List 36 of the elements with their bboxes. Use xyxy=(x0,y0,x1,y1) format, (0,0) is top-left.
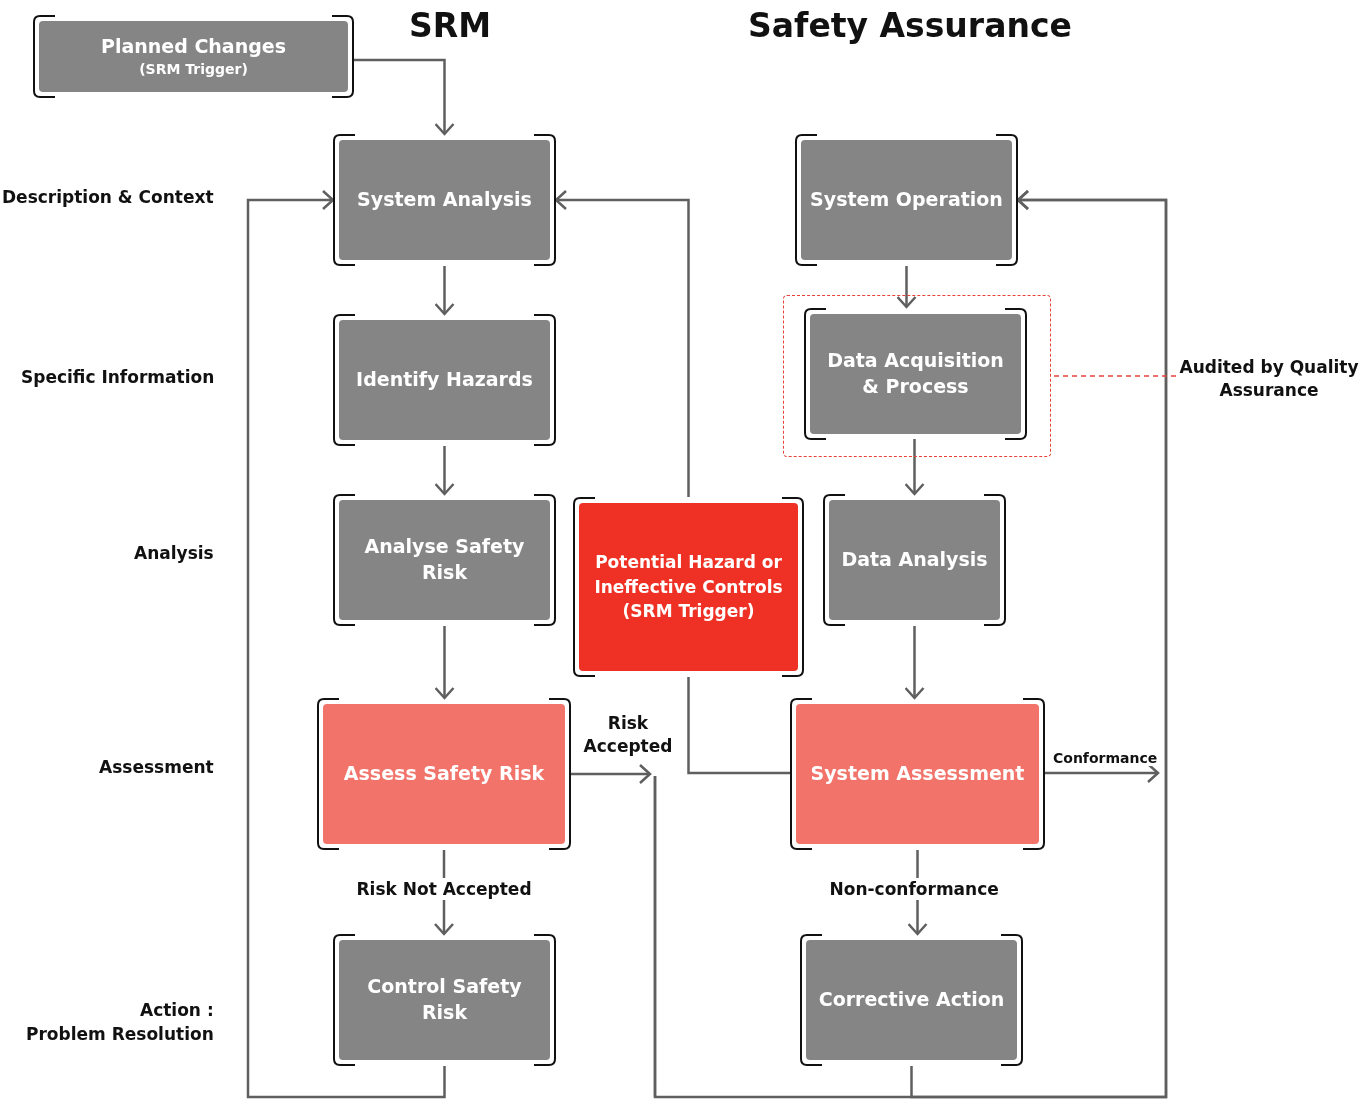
row-label: Action : xyxy=(140,1000,214,1020)
row-label: Specific Information xyxy=(21,367,215,387)
arrow xyxy=(246,189,446,1099)
box-title: Planned Changes xyxy=(101,34,286,60)
edge-label: Conformance xyxy=(1053,750,1158,766)
arrow xyxy=(554,189,690,497)
box-title: Control Safety Risk xyxy=(366,974,523,1025)
arrow xyxy=(904,626,925,700)
arrow xyxy=(434,266,455,316)
box-title: Assess Safety Risk xyxy=(343,761,545,787)
box-title: Potential Hazard or Ineffective Controls (SRM Trigger) xyxy=(593,551,784,624)
row-label: Problem Resolution xyxy=(26,1024,214,1044)
arrow xyxy=(354,58,455,136)
box-title: System Assessment xyxy=(810,761,1025,787)
edge-label: Risk Accepted xyxy=(582,712,674,758)
box-title: Identify Hazards xyxy=(356,367,533,393)
box-title: System Analysis xyxy=(357,187,532,213)
note-text: Audited by Quality Assurance xyxy=(1176,356,1362,402)
box-title: Data Acquisition & Process xyxy=(826,348,1005,399)
arrow xyxy=(434,446,455,496)
arrow xyxy=(653,189,1168,1099)
row-label: Description & Context xyxy=(2,187,214,207)
section-heading: Safety Assurance xyxy=(748,5,1072,45)
box-title: System Operation xyxy=(810,187,1003,213)
arrow xyxy=(571,763,652,785)
box-title: Corrective Action xyxy=(818,987,1005,1013)
arrow xyxy=(896,266,917,309)
box-subtitle: (SRM Trigger) xyxy=(139,59,248,79)
box-title: Data Analysis xyxy=(841,547,988,573)
row-label: Assessment xyxy=(99,757,214,777)
arrow xyxy=(904,439,925,496)
section-heading: SRM xyxy=(409,5,492,45)
arrow xyxy=(434,626,455,700)
audit-boundary-box xyxy=(783,295,1051,457)
row-label: Analysis xyxy=(134,543,214,563)
box-title: Analyse Safety Risk xyxy=(363,534,526,585)
